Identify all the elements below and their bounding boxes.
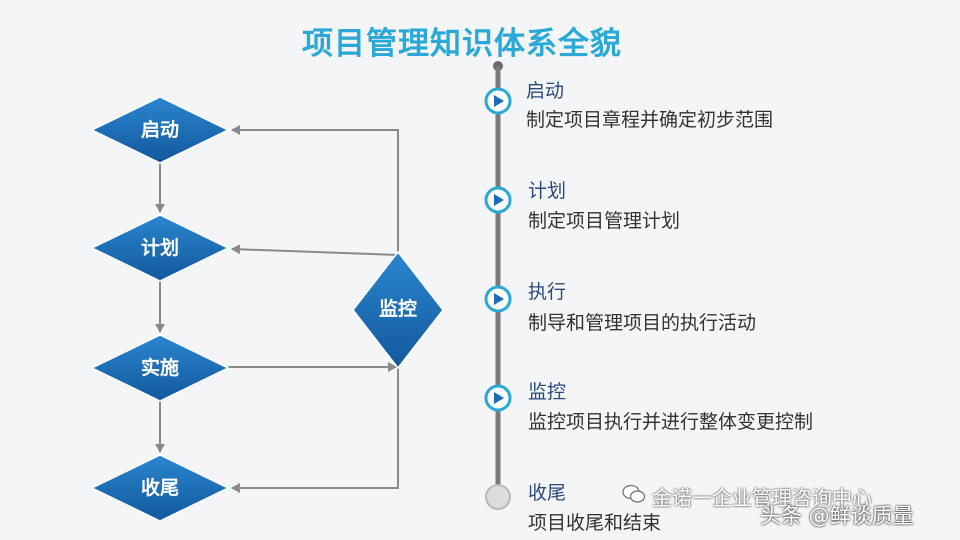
timeline-desc-monitor: 监控项目执行并进行整体变更控制	[528, 411, 814, 433]
timeline-title-close: 收尾	[528, 482, 567, 504]
arrow-monitor-to-start	[231, 125, 399, 255]
node-label-monitor: 监控	[378, 298, 417, 320]
watermark-source: 金诺一企业管理咨询中心	[652, 486, 872, 510]
wechat-icon	[622, 484, 646, 503]
timeline-node-plan	[484, 186, 512, 214]
arrow-monitor-to-close	[231, 367, 399, 493]
diamond-close	[90, 454, 230, 522]
timeline-node-monitor	[484, 384, 512, 412]
timeline-desc-close: 项目收尾和结束	[528, 512, 662, 534]
diamond-plan	[90, 214, 230, 282]
diamond-start	[90, 96, 230, 164]
page-title: 项目管理知识体系全貌	[302, 26, 622, 62]
timeline-title-start: 启动	[526, 80, 565, 102]
timeline-title-monitor: 监控	[528, 381, 567, 403]
diamond-monitor	[352, 250, 444, 370]
timeline-desc-start: 制定项目章程并确定初步范围	[526, 109, 774, 131]
node-label-execute: 实施	[140, 357, 179, 379]
node-label-start: 启动	[140, 119, 179, 141]
timeline-title-execute: 执行	[528, 281, 567, 303]
diamond-execute	[90, 334, 230, 402]
node-label-plan: 计划	[140, 237, 179, 259]
timeline-desc-execute: 制导和管理项目的执行活动	[528, 312, 757, 334]
arrow-monitor-to-plan	[231, 244, 399, 256]
timeline-desc-plan: 制定项目管理计划	[528, 210, 681, 232]
timeline-node-start	[484, 87, 512, 115]
timeline-node-execute	[484, 285, 512, 313]
timeline-title-plan: 计划	[528, 180, 567, 202]
node-label-close: 收尾	[140, 477, 179, 499]
watermark-author: 头条 @鲜谈质量	[760, 504, 914, 528]
timeline-node-close	[485, 484, 511, 510]
